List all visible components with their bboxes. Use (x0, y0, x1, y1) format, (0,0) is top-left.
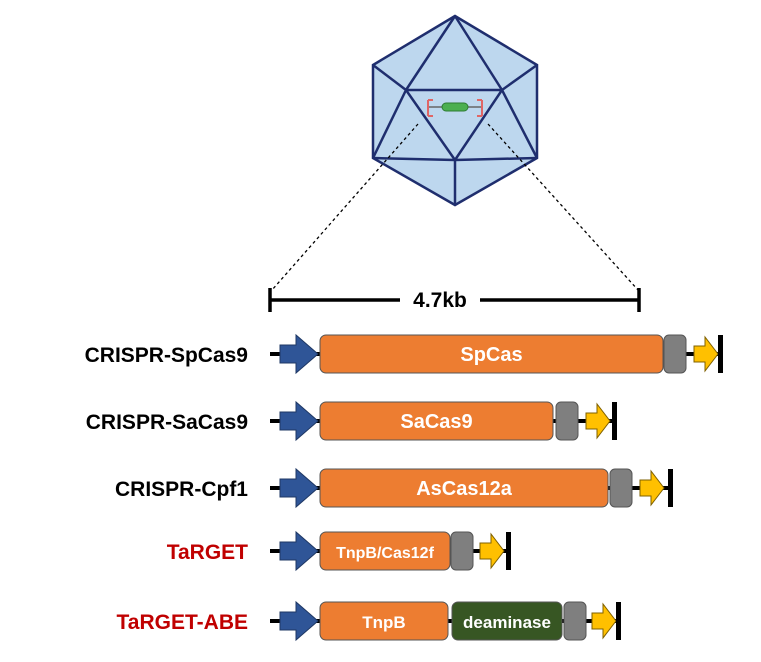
terminator-arrow-icon (693, 335, 719, 373)
construct-name: CRISPR-Cpf1 (115, 478, 248, 501)
end-bar (718, 335, 723, 373)
regulatory-element-box (609, 468, 633, 508)
gene-box (319, 601, 449, 641)
gene-box (319, 401, 554, 441)
gene-label: deaminase (463, 613, 551, 632)
promoter-arrow-icon (279, 530, 319, 572)
scale-bar: 4.7kb (268, 288, 641, 312)
construct-name: CRISPR-SaCas9 (86, 411, 248, 434)
regulatory-element-box (450, 531, 474, 571)
gene-label: AsCas12a (416, 478, 513, 500)
gene-label: SaCas9 (400, 411, 472, 433)
construct-row: CRISPR-Cpf1 AsCas12a (115, 467, 673, 509)
terminator-arrow-icon (639, 469, 665, 507)
gene-box (319, 468, 609, 508)
zoom-line-right (487, 123, 639, 291)
regulatory-element-box (563, 601, 587, 641)
gene-label: SpCas (460, 344, 522, 366)
zoom-line-left (271, 123, 419, 291)
construct-row: TaRGET TnpB/Cas12f (167, 530, 511, 572)
terminator-arrow-icon (479, 532, 505, 570)
regulatory-element-box (555, 401, 579, 441)
construct-name: CRISPR-SpCas9 (85, 344, 248, 367)
promoter-arrow-icon (279, 400, 319, 442)
end-bar (668, 469, 673, 507)
end-bar (612, 402, 617, 440)
gene-label: TnpB (362, 613, 405, 632)
scale-label: 4.7kb (413, 289, 467, 312)
promoter-arrow-icon (279, 467, 319, 509)
packaged-genome-icon (427, 99, 483, 117)
construct-row: TaRGET-ABE TnpB deaminase (117, 600, 621, 642)
promoter-arrow-icon (279, 333, 319, 375)
terminator-arrow-icon (591, 602, 617, 640)
construct-row: CRISPR-SaCas9 SaCas9 (86, 400, 617, 442)
construct-row: CRISPR-SpCas9 SpCas (85, 333, 723, 375)
aav-capsid-icon (371, 14, 539, 207)
terminator-arrow-icon (585, 402, 611, 440)
gene-box (319, 334, 664, 374)
gene-box (451, 601, 563, 641)
end-bar (616, 602, 621, 640)
gene-box (319, 531, 451, 571)
construct-name: TaRGET (167, 541, 248, 564)
regulatory-element-box (663, 334, 687, 374)
end-bar (506, 532, 511, 570)
construct-name: TaRGET-ABE (117, 611, 248, 634)
gene-label: TnpB/Cas12f (336, 545, 434, 562)
promoter-arrow-icon (279, 600, 319, 642)
